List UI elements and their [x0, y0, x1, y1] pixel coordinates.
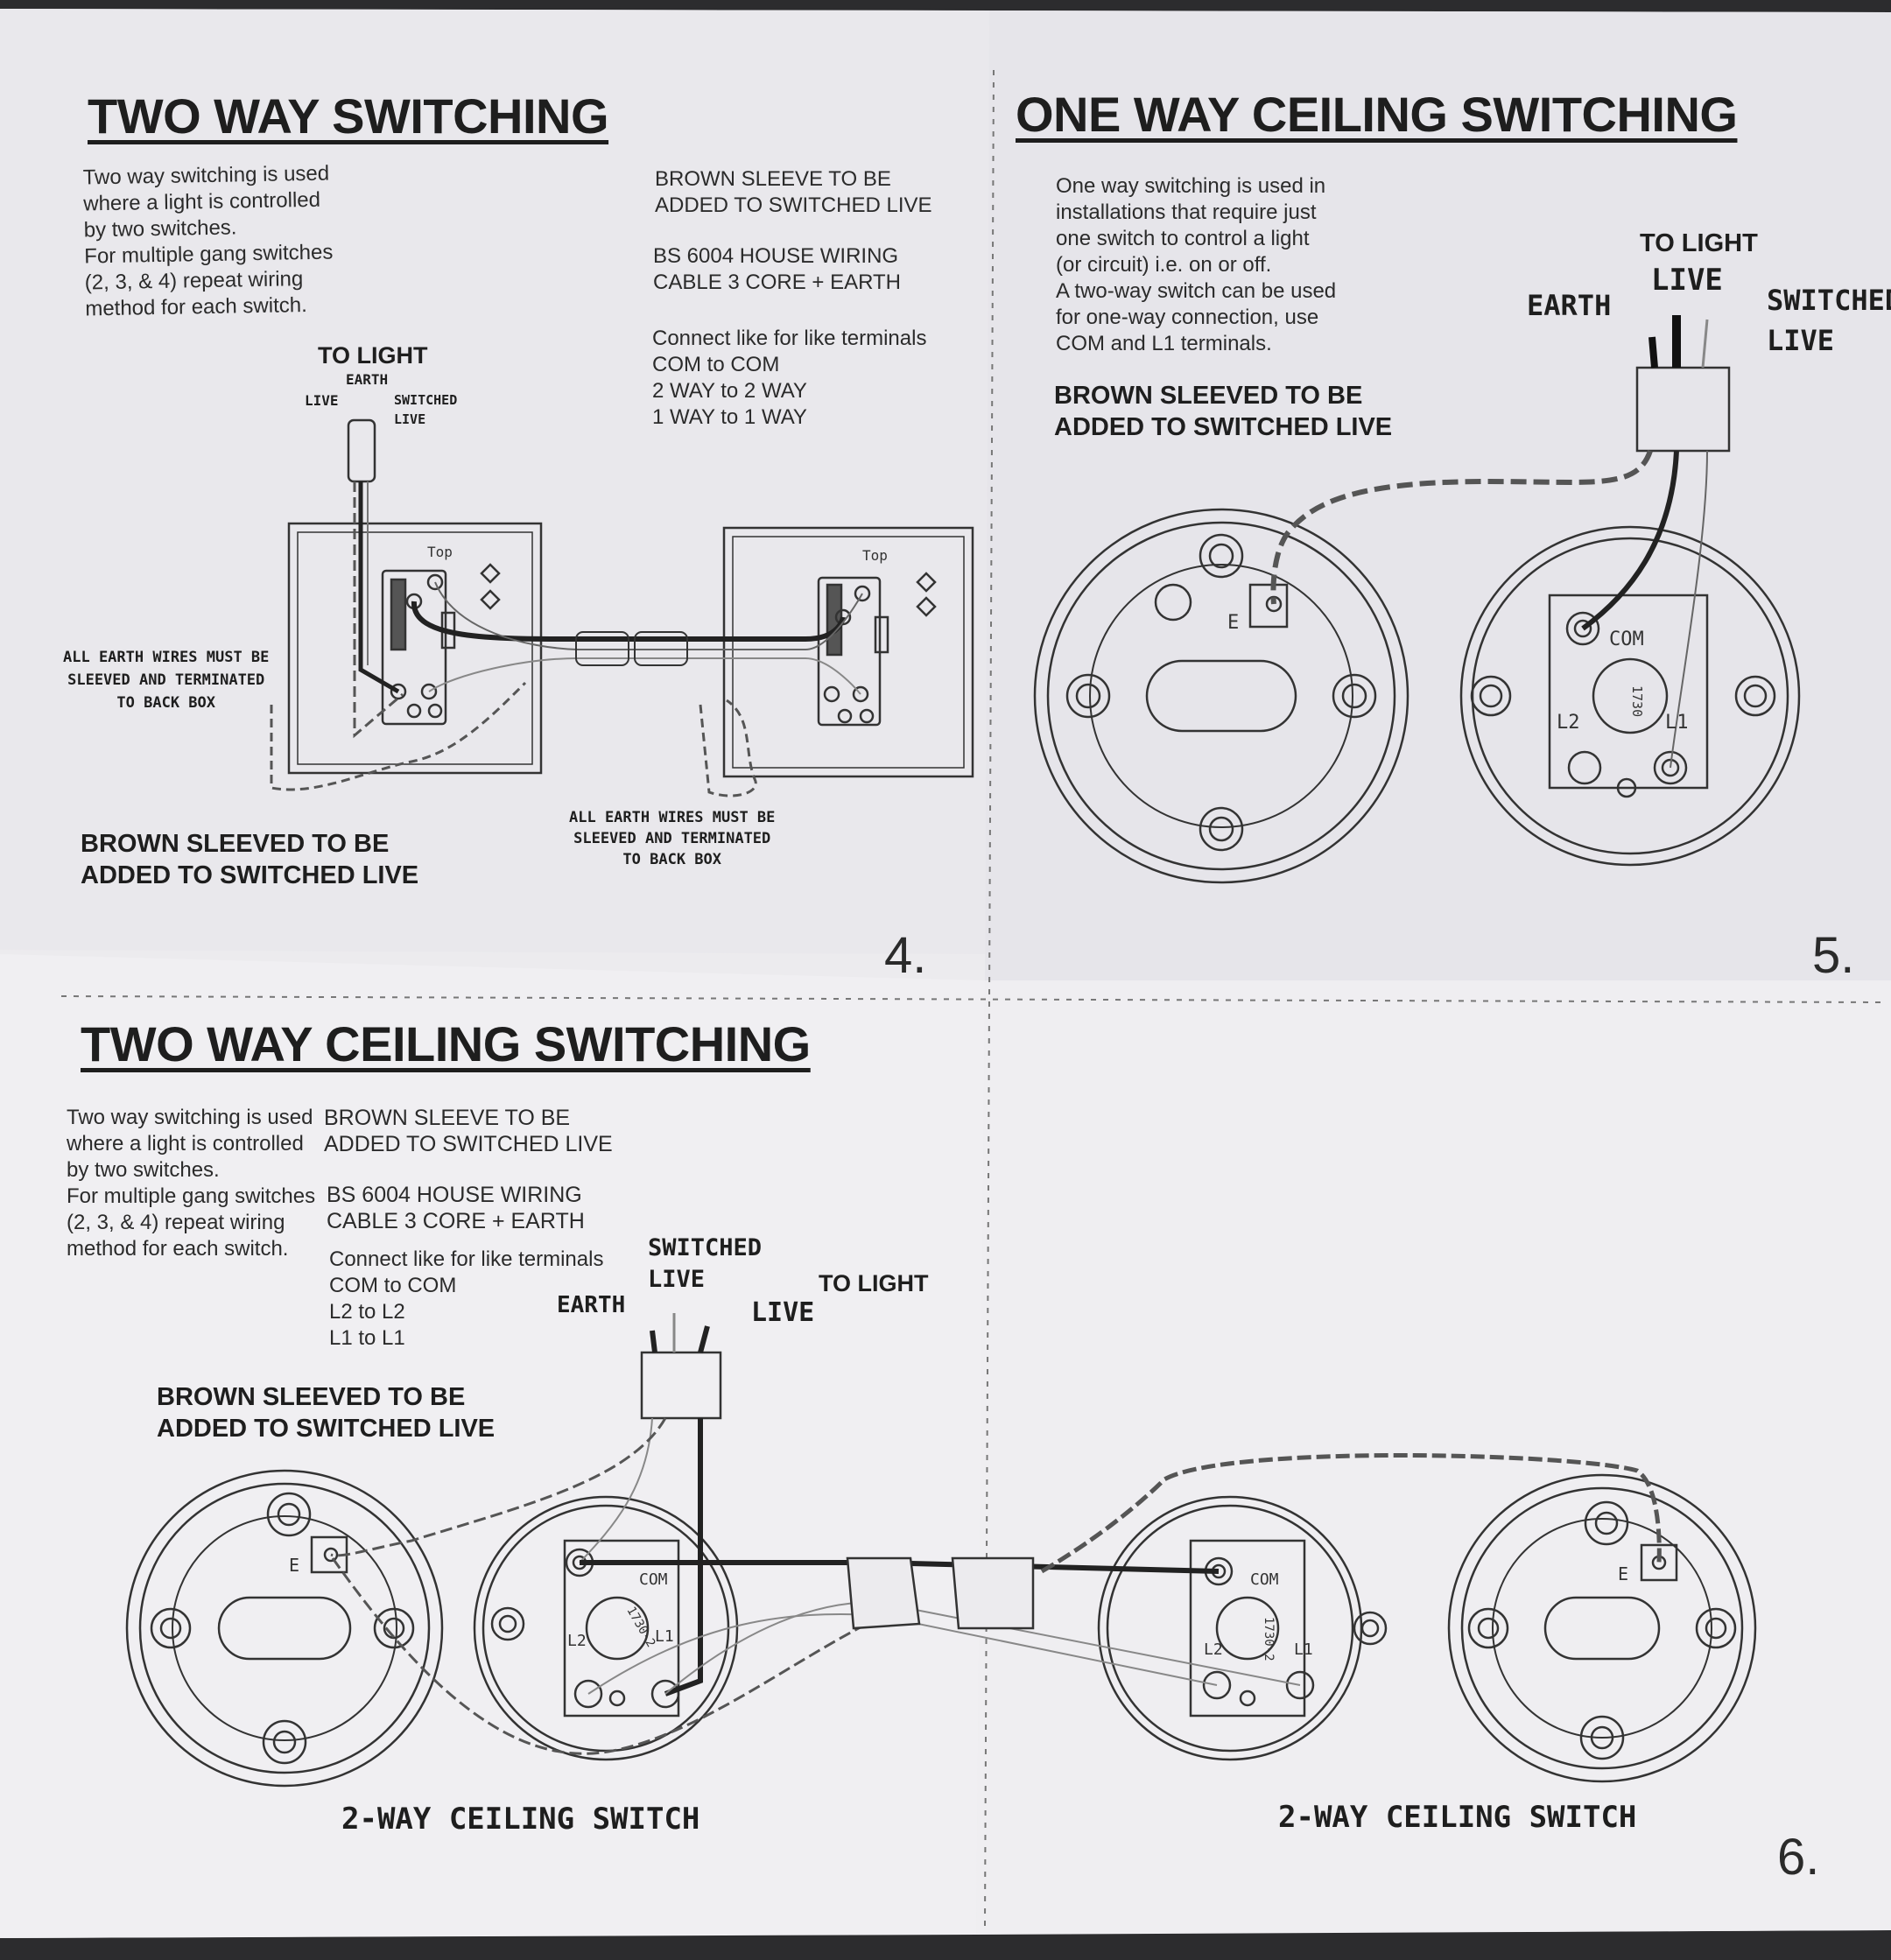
e-label-p6-left: E — [289, 1555, 299, 1576]
model-label-p6-right: 1730-2 — [1262, 1617, 1276, 1661]
page4-earth-label: EARTH — [346, 371, 389, 388]
l1-label-p5: L1 — [1665, 712, 1689, 734]
e-label-p5: E — [1227, 612, 1239, 634]
page6-switched-live-label: SWITCHED LIVE — [648, 1234, 763, 1293]
page6-number: 6. — [1777, 1829, 1820, 1886]
two-way-switching-diagram — [270, 418, 974, 797]
page6-title: TWO WAY CEILING SWITCHING — [81, 1016, 811, 1071]
page6-intro: Two way switching is used where a light … — [67, 1106, 316, 1261]
com-label-p6-right: COM — [1250, 1570, 1279, 1589]
model-label-p5: 1730 — [1629, 685, 1645, 717]
page6-caption-left: 2-WAY CEILING SWITCH — [341, 1802, 700, 1837]
com-label-p6-left: COM — [639, 1570, 668, 1589]
page5-number: 5. — [1812, 927, 1855, 984]
page6-live-label: LIVE — [751, 1297, 815, 1328]
page6-caption-right: 2-WAY CEILING SWITCH — [1278, 1800, 1637, 1835]
page4-intro: Two way switching is used where a light … — [82, 161, 334, 321]
l2-label-p5: L2 — [1557, 712, 1580, 734]
page4-switched-live-label: SWITCHED LIVE — [394, 392, 458, 427]
page6-note-cable: BS 6004 HOUSE WIRING CABLE 3 CORE + EART… — [327, 1183, 585, 1233]
page5-title: ONE WAY CEILING SWITCHING — [1016, 87, 1738, 142]
page5-to-light-label: TO LIGHT — [1640, 229, 1758, 257]
page4-title: TWO WAY SWITCHING — [88, 88, 609, 144]
two-way-ceiling-diagram — [125, 1313, 1757, 1788]
page4-live-label: LIVE — [305, 392, 339, 409]
page6-to-light-label: TO LIGHT — [819, 1270, 929, 1296]
com-label-p5: COM — [1609, 629, 1644, 650]
e-label-p6-right: E — [1618, 1563, 1628, 1584]
page4-note-sleeve: BROWN SLEEVE TO BE ADDED TO SWITCHED LIV… — [655, 167, 932, 217]
page4-brown-sleeved: BROWN SLEEVED TO BE ADDED TO SWITCHED LI… — [81, 830, 419, 889]
page5-intro: One way switching is used in installatio… — [1056, 174, 1337, 355]
top-label-left: Top — [427, 544, 453, 560]
l2-label-p6-right: L2 — [1204, 1640, 1223, 1659]
page5-live-label: LIVE — [1651, 263, 1723, 298]
page6-earth-label: EARTH — [557, 1292, 626, 1318]
page4-note-connect: Connect like for like terminals COM to C… — [652, 327, 927, 429]
page4-to-light-label: TO LIGHT — [318, 342, 428, 369]
page4-number: 4. — [884, 927, 927, 984]
page6-brown-sleeved: BROWN SLEEVED TO BE ADDED TO SWITCHED LI… — [157, 1383, 496, 1443]
l1-label-p6-right: L1 — [1294, 1640, 1313, 1659]
page4-note-cable: BS 6004 HOUSE WIRING CABLE 3 CORE + EART… — [653, 244, 901, 294]
page5-earth-label: EARTH — [1527, 289, 1612, 322]
top-label-right: Top — [862, 547, 888, 564]
page5-switched-live-label: SWITCHED LIVE — [1767, 284, 1891, 357]
one-way-ceiling-diagram — [1033, 315, 1801, 884]
page6-note-connect: Connect like for like terminals COM to C… — [329, 1247, 604, 1350]
page6-note-sleeve: BROWN SLEEVE TO BE ADDED TO SWITCHED LIV… — [324, 1106, 613, 1156]
page4-earth-note-left: ALL EARTH WIRES MUST BE SLEEVED AND TERM… — [63, 649, 270, 712]
page5-brown-sleeved: BROWN SLEEVED TO BE ADDED TO SWITCHED LI… — [1054, 382, 1393, 441]
l2-label-p6-left: L2 — [567, 1632, 587, 1650]
page4-earth-note-right: ALL EARTH WIRES MUST BE SLEEVED AND TERM… — [569, 809, 776, 868]
l1-label-p6-left: L1 — [655, 1627, 674, 1646]
